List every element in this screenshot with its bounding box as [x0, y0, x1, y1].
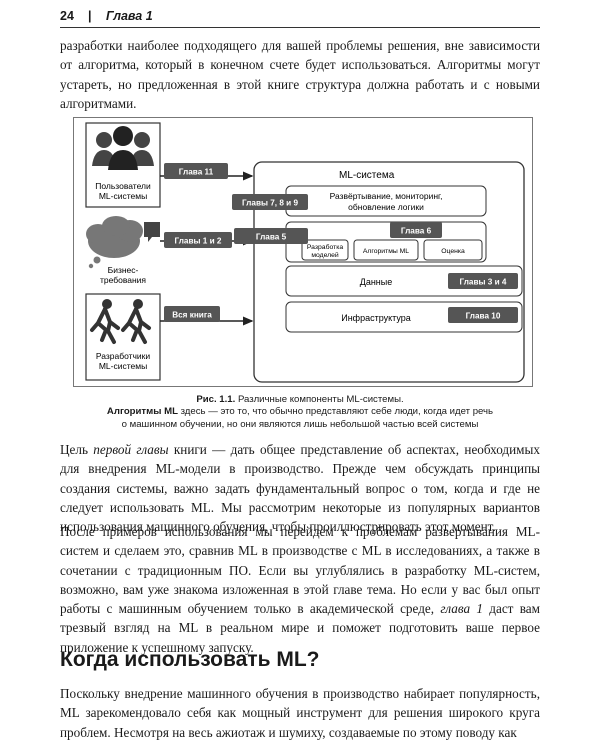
deploy-label-1: Развёртывание, мониторинг,	[330, 191, 443, 201]
model-dev-inner-box	[301, 239, 349, 261]
tag-ch6-text: Глава 6	[401, 227, 432, 236]
caption-bold-term: Алгоритмы ML	[106, 406, 178, 418]
ml-algorithms-label: Алгоритмы ML	[363, 248, 409, 255]
tag-ch7-8-9-text: Главы 7, 8 и 9	[242, 199, 299, 208]
caption-label: Рис. 1.1.	[196, 394, 236, 405]
caption-title: Различные компоненты ML-системы.	[235, 394, 404, 405]
tag-all	[164, 306, 220, 322]
business-label-2: требования	[100, 275, 146, 285]
ml-system-diagram: Пользователи ML-системы Бизнес- требован…	[85, 122, 525, 383]
tag-ch10-text: Глава 10	[466, 312, 501, 321]
caption-line2: здесь — это то, что обычно представляют …	[177, 406, 494, 418]
page-number: 24	[60, 9, 74, 23]
thought-cloud-icon	[86, 216, 143, 269]
figure-ml-system: Пользователи ML-системы Бизнес- требован…	[73, 117, 533, 387]
deploy-label-2: обновление логики	[348, 202, 424, 212]
infrastructure-label: Инфраструктура	[341, 313, 411, 323]
paragraph-2-pre: Цель	[60, 442, 94, 457]
header-rule	[60, 27, 540, 28]
tag-ch11	[164, 163, 228, 179]
tag-all-text: Вся книга	[172, 311, 212, 320]
evaluation-label: Оценка	[441, 248, 465, 255]
developers-box	[85, 293, 161, 381]
header-separator: |	[88, 9, 92, 23]
tag-ch3-4	[448, 273, 518, 289]
tag-ch1-2	[164, 232, 232, 248]
tag-ch1-2-text: Главы 1 и 2	[175, 237, 222, 246]
users-label-1: Пользователи	[95, 181, 151, 191]
chapter-title: Глава 1	[106, 9, 153, 23]
ml-algorithms-box	[353, 239, 419, 261]
paragraph-2-post: книги — дать общее представление об аспе…	[60, 442, 540, 535]
section-heading: Когда использовать ML?	[60, 648, 320, 671]
speech-bubble-icon	[144, 222, 160, 242]
paragraph-2: Цель первой главы книги — дать общее пре…	[60, 440, 540, 536]
tag-ch6	[390, 222, 442, 238]
caption-line3: о машинном обучении, но они являются лиш…	[121, 418, 479, 430]
tag-ch3-4-text: Главы 3 и 4	[460, 278, 507, 287]
tag-ch11-text: Глава 11	[179, 168, 214, 177]
developers-icon	[90, 299, 151, 344]
paragraph-4: Поскольку внедрение машинного обучения в…	[60, 686, 540, 740]
paragraph-3: После примеров использования мы перейдем…	[60, 522, 540, 657]
users-icon	[92, 126, 154, 170]
paragraph-2-italic: первой главы	[93, 442, 169, 457]
developers-label-2: ML-системы	[99, 361, 147, 371]
tag-ch5-text: Глава 5	[256, 233, 287, 242]
model-dev-label-2: моделей	[311, 251, 339, 259]
evaluation-box	[423, 239, 483, 261]
figure-caption: Рис. 1.1. Различные компоненты ML-систем…	[60, 394, 540, 431]
data-label: Данные	[360, 277, 393, 287]
tag-ch10	[448, 307, 518, 323]
business-label-1: Бизнес-	[108, 265, 139, 275]
ml-system-title: ML-система	[339, 170, 395, 181]
developers-label-1: Разработчики	[96, 351, 151, 361]
paragraph-3-post: даст вам трезвый взгляд на ML в реальном…	[60, 601, 540, 655]
paragraph-top: разработки наиболее подходящего для ваше…	[60, 38, 540, 111]
running-head: 24 | Глава 1	[60, 8, 540, 26]
model-dev-label-1: Разработка	[307, 243, 343, 251]
tag-ch5	[234, 228, 308, 244]
paragraph-3-pre: После примеров использования мы перейдем…	[60, 524, 540, 617]
users-label-2: ML-системы	[99, 191, 147, 201]
paragraph-3-italic: глава 1	[440, 601, 483, 617]
tag-ch7-8-9	[232, 194, 308, 210]
